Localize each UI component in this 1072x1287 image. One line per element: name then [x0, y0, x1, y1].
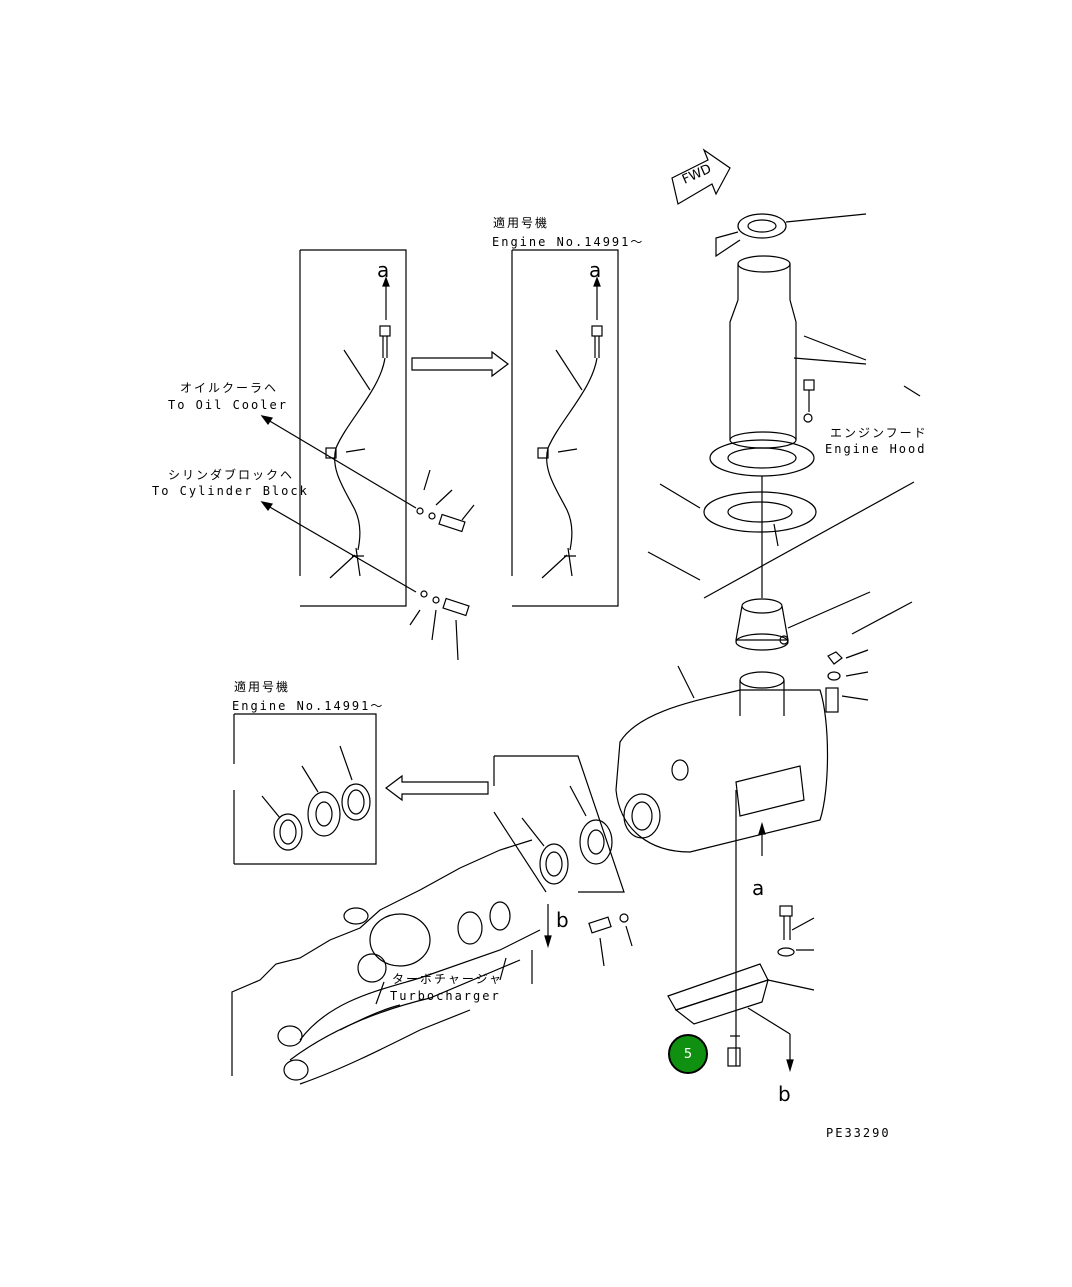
- ref-b-bracket: b: [778, 1082, 791, 1106]
- lower-panel-frame: [233, 713, 377, 865]
- arrow-left-icon: [385, 774, 489, 802]
- oil-cooler-label-jp: オイルクーラヘ: [180, 381, 279, 395]
- oil-cooler-label-en: To Oil Cooler: [168, 398, 288, 412]
- muffler-body: [615, 665, 829, 1066]
- engine-turbocharger: [231, 839, 541, 1085]
- top-panel-frame: [511, 249, 619, 607]
- ref-a-muffler: a: [752, 876, 765, 900]
- turbocharger-label-en: Turbocharger: [390, 989, 501, 1003]
- top-panel-applicable-jp: 適用号機: [493, 216, 550, 230]
- engine-hood-label-jp: エンジンフード: [830, 426, 928, 440]
- gasket-group: [493, 755, 633, 967]
- exhaust-pipe-assembly: [647, 213, 921, 599]
- cylinder-block-label-jp: シリンダブロックヘ: [168, 468, 295, 482]
- cylinder-block-label-en: To Cylinder Block: [152, 484, 309, 498]
- fwd-arrow-icon: [671, 148, 731, 205]
- arrow-right-icon: [411, 350, 509, 378]
- fastener-set-right: [777, 601, 913, 957]
- ref-b-gasket: b: [556, 908, 569, 932]
- top-panel-engine-number: Engine No.14991〜: [492, 235, 645, 249]
- drawing-number: PE33290: [826, 1126, 891, 1140]
- ref-a-left: a: [377, 258, 390, 282]
- lower-panel-engine-number: Engine No.14991〜: [232, 699, 385, 713]
- turbocharger-label-jp: ターボチャージャ: [392, 972, 504, 986]
- engine-hood-label-en: Engine Hood: [825, 442, 927, 456]
- lower-panel-applicable-jp: 適用号機: [234, 680, 291, 694]
- left-panel-frame: [260, 249, 475, 661]
- ref-a-top: a: [589, 258, 602, 282]
- muffler-bracket: [667, 963, 815, 1073]
- callout-number-badge[interactable]: 5: [668, 1034, 708, 1074]
- adapter-clamp: [735, 591, 871, 651]
